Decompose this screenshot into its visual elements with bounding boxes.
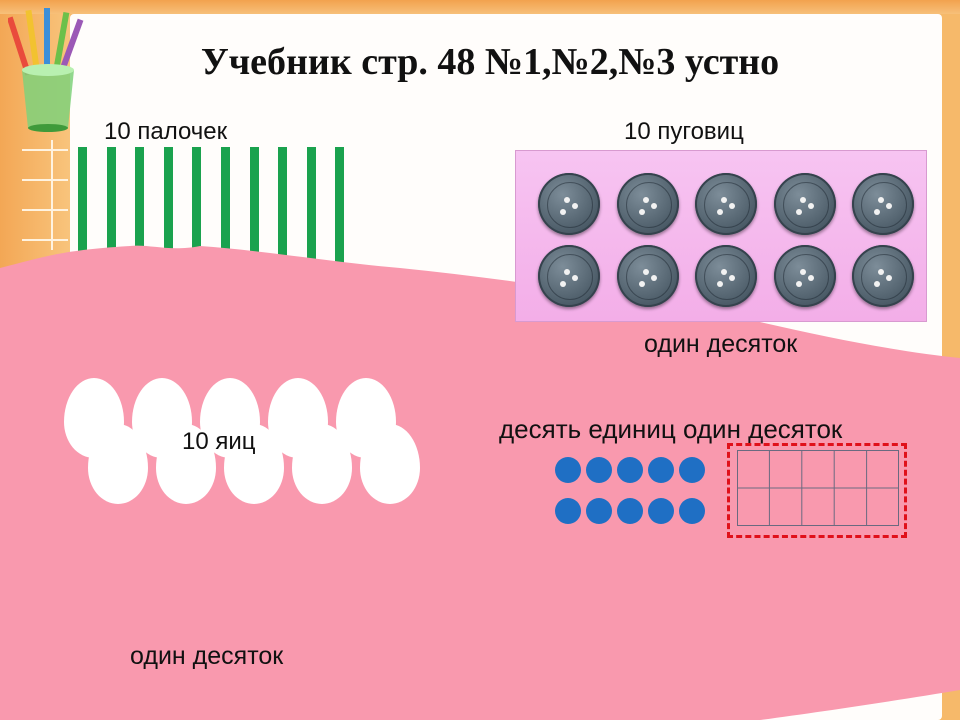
buttons-panel: [515, 150, 927, 322]
unit-dot: [679, 498, 705, 524]
egg: [360, 424, 420, 504]
stick: [278, 147, 288, 277]
sticks-label: 10 палочек: [104, 118, 228, 145]
decorative-grid: [22, 140, 68, 250]
button-icon: [538, 245, 600, 307]
ten-frame-grid: [737, 450, 899, 526]
unit-dot: [648, 498, 674, 524]
egg: [292, 424, 352, 504]
eggs-caption: один десяток: [130, 642, 284, 670]
stick: [221, 147, 230, 277]
stick: [192, 147, 202, 277]
unit-dot: [555, 457, 581, 483]
unit-dot: [555, 498, 581, 524]
slide-title: Учебник стр. 48 №1,№2,№3 устно: [200, 41, 780, 83]
slide-frame-top: [0, 0, 960, 14]
ten-dashed-box: [727, 443, 907, 538]
button-icon: [852, 173, 914, 235]
buttons-label: 10 пуговиц: [624, 118, 744, 145]
unit-dot: [679, 457, 705, 483]
stick: [163, 147, 173, 277]
egg: [224, 424, 284, 504]
stick: [306, 147, 316, 277]
button-icon: [852, 245, 914, 307]
button-icon: [695, 245, 757, 307]
sticks-group: [78, 147, 358, 277]
eggs-label: 10 яиц: [182, 428, 256, 455]
button-icon: [616, 173, 679, 235]
button-icon: [538, 173, 600, 235]
ten-label: один десяток: [682, 414, 843, 444]
unit-dot: [586, 457, 612, 483]
button-icon: [773, 245, 836, 307]
unit-dot: [648, 457, 674, 483]
pencil-cup-icon: [8, 8, 84, 132]
egg: [156, 424, 216, 504]
stick: [78, 147, 87, 277]
stick: [335, 147, 345, 277]
stick: [249, 147, 259, 277]
stick: [135, 147, 145, 277]
button-icon: [773, 173, 836, 235]
button-icon: [616, 245, 679, 307]
units-label: десять единиц: [499, 414, 676, 444]
stick: [106, 147, 116, 277]
unit-dot: [586, 498, 612, 524]
buttons-caption: один десяток: [644, 330, 798, 358]
button-icon: [695, 173, 757, 235]
unit-dot: [617, 498, 643, 524]
egg: [88, 424, 148, 504]
unit-dot: [617, 457, 643, 483]
